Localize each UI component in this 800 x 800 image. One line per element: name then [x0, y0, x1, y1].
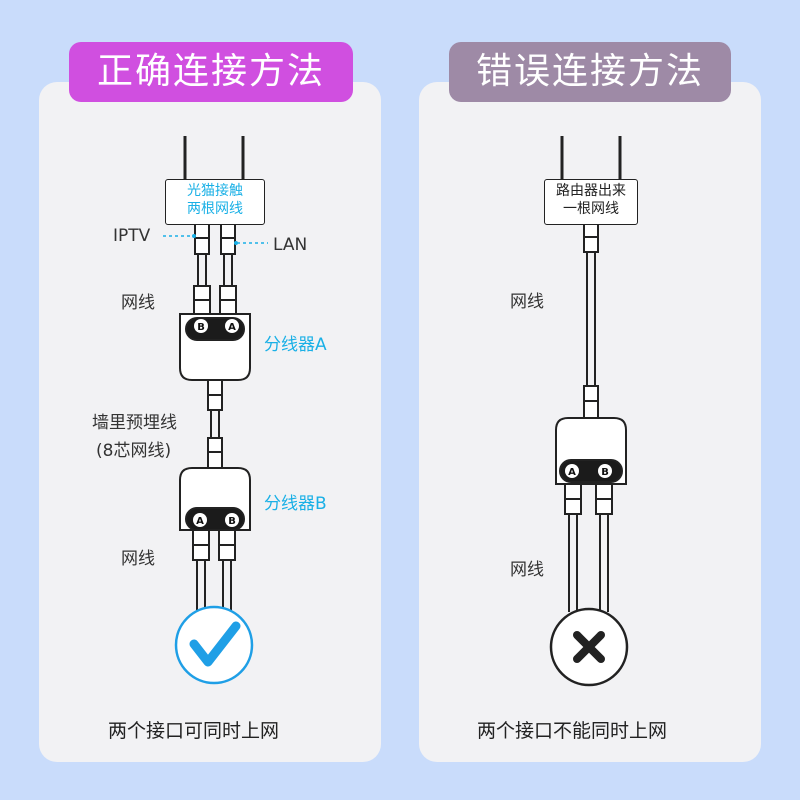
splitter-a-label: 分线器A — [264, 335, 327, 355]
right-port-b: B — [601, 467, 609, 478]
wall-line-note: (8芯网线) — [96, 441, 172, 461]
splitter-a-port-b: B — [197, 322, 205, 333]
right-port-a: A — [568, 467, 576, 478]
iptv-dot — [192, 234, 196, 238]
wall-line-label: 墙里预埋线 — [92, 413, 177, 433]
right-cables-lower — [564, 483, 613, 612]
right-source-box: 路由器出来 一根网线 — [544, 179, 638, 225]
right-box-line-1: 路由器出来 — [556, 183, 626, 199]
splitter-b-ports — [193, 513, 239, 527]
right-cable-label-top: 网线 — [510, 292, 544, 312]
splitter-a-body — [179, 313, 251, 381]
splitter-b-port-b: B — [228, 516, 236, 527]
wrong-method-banner: 错误连接方法 — [449, 42, 731, 102]
right-splitter-ports — [565, 464, 612, 478]
left-cables-upper — [193, 254, 237, 315]
left-top-connectors — [194, 223, 236, 255]
splitter-b-body — [179, 467, 251, 531]
lan-label: LAN — [273, 235, 308, 255]
splitter-a-port-a: A — [228, 322, 236, 333]
cross-icon — [573, 631, 605, 663]
checkmark-circle — [174, 605, 254, 685]
left-leader-lines — [163, 235, 268, 244]
left-box-line-2: 两根网线 — [187, 201, 243, 217]
left-cables-lower — [192, 529, 236, 612]
left-box-line-1: 光猫接触 — [187, 183, 243, 199]
wall-cable — [207, 379, 223, 469]
left-cable-label-bottom: 网线 — [121, 549, 155, 569]
right-cable-label-bottom: 网线 — [510, 560, 544, 580]
left-caption: 两个接口可同时上网 — [108, 720, 280, 742]
left-plug — [183, 136, 245, 180]
correct-method-banner: 正确连接方法 — [69, 42, 353, 102]
lan-dot — [234, 241, 238, 245]
checkmark-icon — [189, 621, 241, 667]
right-cable — [583, 221, 599, 419]
right-box-line-2: 一根网线 — [563, 201, 619, 217]
left-cable-label-top: 网线 — [121, 293, 155, 313]
right-plug — [560, 136, 622, 180]
right-caption: 两个接口不能同时上网 — [477, 720, 668, 742]
splitter-b-label: 分线器B — [264, 494, 327, 514]
iptv-label: IPTV — [113, 226, 151, 246]
splitter-a-ports — [194, 319, 239, 333]
left-source-box: 光猫接触 两根网线 — [165, 179, 265, 225]
splitter-b-port-a: A — [196, 516, 204, 527]
